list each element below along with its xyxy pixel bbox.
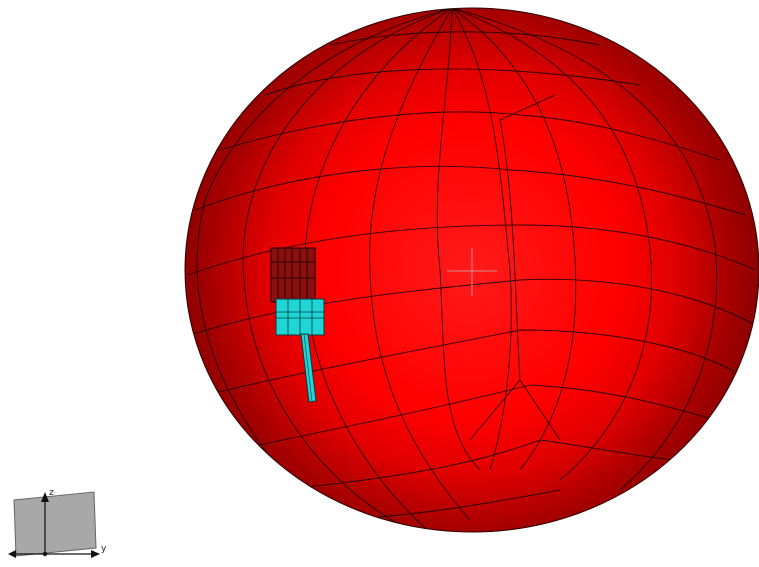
view-center-crosshair [447,248,497,296]
z-axis-arrow-icon [41,492,49,502]
axis-triad: z y [0,478,120,563]
y-axis-label: y [101,544,107,554]
axis-triad-plane [13,491,97,557]
y-axis-arrow-icon [91,550,100,558]
axis-origin-dot [42,551,48,557]
neg-y-axis-arrow-icon [8,550,16,558]
probe-model[interactable] [270,247,325,403]
z-axis-label: z [49,488,54,498]
sphere-mesh-grid [187,8,756,532]
